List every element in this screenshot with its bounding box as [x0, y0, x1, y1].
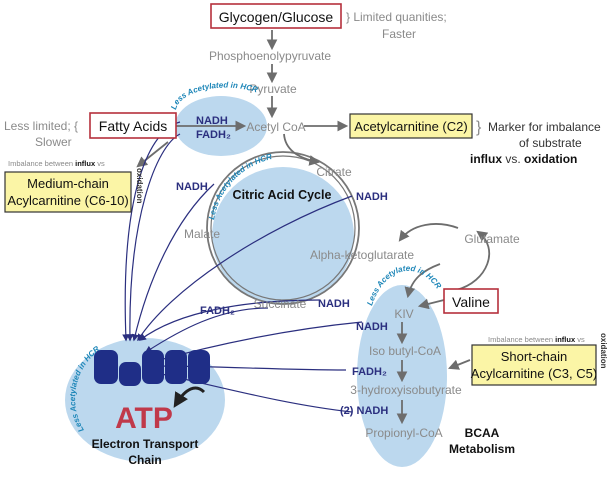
glycogen-glucose-box — [210, 3, 342, 29]
alpha-ketoglutarate-label: Alpha-ketoglutarate — [310, 248, 414, 262]
isobutyryl-coa-label: Iso butyl-CoA — [369, 344, 441, 358]
kiv-label: KIV — [394, 307, 413, 321]
etc-title-line2: Chain — [128, 453, 161, 467]
short-chain-line2: Acylcarnitine (C3, C5) — [471, 366, 597, 381]
etc-complex-1 — [94, 350, 118, 384]
citrate-label: Citrate — [316, 165, 352, 179]
phosphoenolpyruvate-label: Phosphoenolypyruvate — [209, 49, 331, 63]
fatty-acids-box — [89, 112, 177, 139]
short-chain-oxidation-note: oxidation — [599, 333, 608, 369]
glycogen-note-line1: } Limited quanities; — [346, 10, 447, 24]
short-chain-imbalance-note: Imbalance between influx vs — [488, 335, 585, 344]
tca-nadh-left-label: NADH — [176, 181, 208, 193]
short-chain-line1: Short-chain — [501, 349, 567, 364]
arrow-bcaa-to-short-chain — [447, 359, 471, 370]
medium-chain-box — [4, 171, 132, 213]
fatty-acids-note-line1: Less limited; { — [4, 119, 78, 133]
hydroxyisobutyrate-label: 3-hydroxyisobutyrate — [350, 383, 462, 397]
arrow-fattyacids-to-medium-chain — [136, 141, 169, 168]
arrow-akg-to-kiv — [404, 263, 441, 299]
valine-box — [443, 288, 499, 314]
electron-transport-complexes — [94, 350, 210, 386]
atp-synthesis-arrow — [173, 386, 206, 408]
acetylcarnitine-note-line2: of substrate — [519, 136, 582, 150]
etc-complex-2 — [119, 362, 141, 386]
pyruvate-label: Pyruvate — [249, 82, 297, 96]
malate-label: Malate — [184, 227, 220, 241]
medium-chain-imbalance-note: Imbalance between influx vs — [8, 159, 105, 168]
medium-chain-line2: Acylcarnitine (C6-10) — [7, 193, 128, 208]
bcaa-2nadh-label: (2) NADH — [340, 405, 388, 417]
fatty-acids-label: Fatty Acids — [99, 118, 167, 134]
etc-complex-3 — [142, 350, 164, 384]
bcaa-fadh2-label: FADH₂ — [352, 366, 387, 378]
acetylcarnitine-note-line1: Marker for imbalance — [488, 120, 601, 134]
tca-nadh-right-label: NADH — [356, 191, 388, 203]
acetyl-coa-label: Acetyl CoA — [246, 120, 305, 134]
bcaa-nadh-label: NADH — [356, 321, 388, 333]
acetylcarnitine-note-line3: influx vs. oxidation — [470, 152, 577, 166]
arrow-valine-to-glutamate — [455, 230, 490, 291]
valine-label: Valine — [452, 294, 490, 310]
arrow-glutamate-to-akg — [398, 223, 459, 242]
tca-fadh2-label: FADH₂ — [200, 305, 235, 317]
arrow-tca-succinate-nadh-to-etc — [138, 299, 321, 341]
citric-acid-cycle-ring — [206, 151, 360, 305]
citric-acid-cycle-blob — [212, 167, 354, 305]
atp-label: ATP — [115, 402, 173, 435]
glutamate-label: Glutamate — [464, 232, 520, 246]
fa-fadh2-label: FADH₂ — [196, 129, 231, 141]
bcaa-title-line1: BCAA — [465, 426, 500, 440]
glycogen-glucose-label: Glycogen/Glucose — [219, 9, 334, 25]
medium-chain-line1: Medium-chain — [27, 176, 109, 191]
acetylcarnitine-brace: } — [476, 119, 482, 136]
arrow-acetylcoa-to-citrate — [283, 133, 321, 166]
citric-acid-cycle-title: Citric Acid Cycle — [233, 188, 332, 202]
etc-title-line1: Electron Transport — [92, 437, 199, 451]
citric-acid-cycle-ring-inner — [210, 155, 356, 301]
fa-nadh-label: NADH — [196, 115, 228, 127]
succinate-label: Succinate — [254, 297, 307, 311]
etc-complex-5 — [188, 350, 210, 384]
short-chain-box — [471, 344, 597, 386]
fatty-acids-note-line2: Slower — [35, 135, 72, 149]
glycogen-note-line2: Faster — [382, 27, 416, 41]
tca-nadh-succinate-label: NADH — [318, 298, 350, 310]
acetylcarnitine-label: Acetylcarnitine (C2) — [354, 119, 467, 134]
medium-chain-oxidation-note: oxidation — [135, 168, 144, 204]
arrow-tca-fadh2-to-etc — [144, 307, 269, 353]
arrow-tca-nadh-left-to-etc — [131, 183, 215, 342]
arrow-fa-fadh2-to-etc — [126, 133, 181, 342]
acetylcarnitine-box — [349, 113, 473, 139]
bcaa-title-line2: Metabolism — [449, 442, 515, 456]
propionyl-coa-label: Propionyl-CoA — [365, 426, 442, 440]
arrow-tca-nadh-right-to-etc — [137, 195, 353, 342]
etc-complex-4 — [165, 350, 187, 384]
